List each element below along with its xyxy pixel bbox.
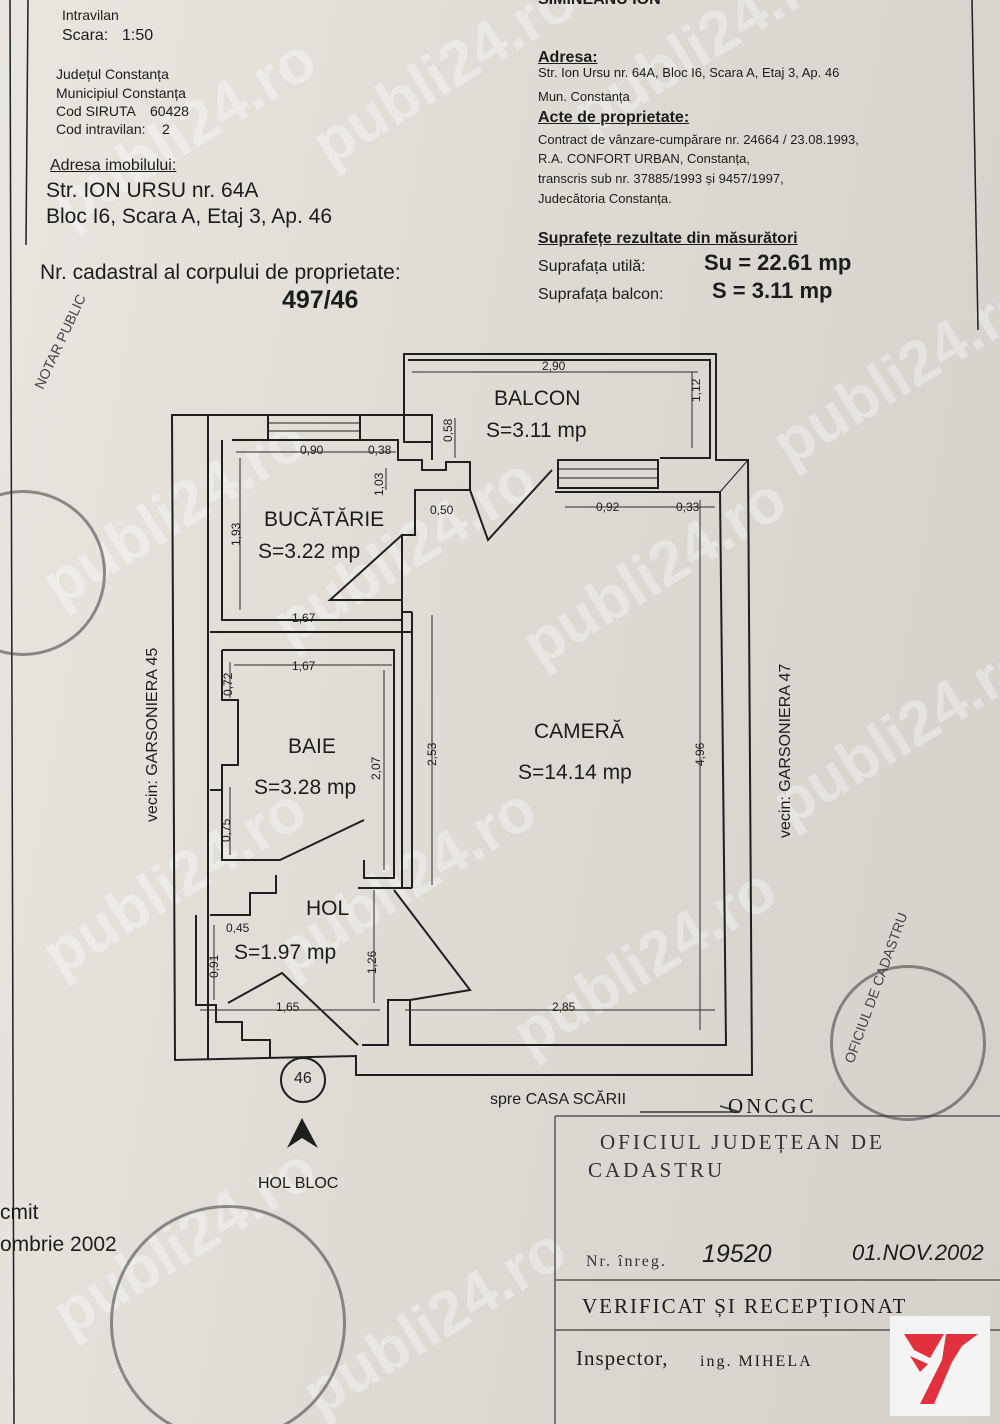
balcony-area: S=3.11 mp	[486, 419, 587, 442]
intravilan-code: 2	[162, 121, 170, 137]
dim-balcony-width: 2,90	[542, 359, 566, 373]
dim-bathroom-top-step: 0,72	[221, 672, 235, 696]
seal-stamp	[110, 1205, 346, 1424]
dim-balcony-depth: 1,12	[689, 378, 703, 402]
scale-value: 1:50	[122, 27, 154, 44]
dim-room-wall: 0,33	[676, 500, 700, 514]
bathroom-area: S=3.28 mp	[254, 776, 357, 799]
surfaces-heading: Suprafețe rezultate din măsurători	[538, 230, 798, 247]
ownership-doc-line4: Judecătoria Constanța.	[538, 191, 672, 206]
bird-logo-icon	[904, 1334, 978, 1404]
property-address-label: Adresa imobilului:	[50, 157, 177, 174]
county: Județul Constanța	[56, 66, 169, 82]
dim-bathroom-width: 1,67	[292, 659, 316, 673]
dim-bathroom-height: 2,07	[369, 756, 383, 780]
room-name: CAMERĂ	[534, 720, 624, 743]
property-address-line2: Bloc I6, Scara A, Etaj 3, Ap. 46	[46, 205, 333, 228]
inspector-name: ing. MIHELA	[700, 1353, 813, 1370]
office-line2: CADASTRU	[588, 1158, 726, 1182]
dim-kitchen-window: 0,90	[300, 443, 324, 457]
stairs-label: spre CASA SCĂRII	[490, 1091, 627, 1108]
scale-label: Scara:	[62, 27, 109, 44]
property-address-line1: Str. ION URSU nr. 64A	[46, 179, 259, 202]
dim-kitchen-step: 1,03	[372, 472, 386, 496]
intravilan-code-label: Cod intravilan:	[56, 121, 146, 137]
owner-name: SIMINEANU ION	[538, 0, 661, 8]
dim-bathroom-bottom-step: 0,75	[219, 818, 233, 842]
dim-hallway-height: 1,26	[365, 950, 379, 974]
ownership-docs-heading: Acte de proprietate:	[538, 109, 690, 126]
dim-balcony-step: 0,58	[441, 418, 455, 442]
dim-passage-height: 2,53	[425, 742, 439, 766]
dim-room-window: 0,92	[596, 500, 620, 514]
balcony-area-label: Suprafața balcon:	[538, 286, 664, 303]
publi24-logo	[890, 1316, 990, 1416]
siruta-label: Cod SIRUTA	[56, 103, 136, 119]
bathroom-name: BAIE	[288, 735, 336, 758]
registration-number: 19520	[702, 1240, 772, 1268]
intravilan-label: Intravilan	[62, 7, 119, 23]
dim-kitchen-height: 1,93	[229, 522, 243, 546]
municipality: Municipiul Constanța	[56, 85, 186, 101]
cadastral-number: 497/46	[282, 286, 359, 314]
siruta-value: 60428	[150, 103, 189, 119]
dim-hallway-width: 1,65	[276, 1000, 300, 1014]
kitchen-name: BUCĂTĂRIE	[264, 508, 385, 531]
room-area: S=14.14 mp	[518, 761, 632, 784]
left-cut-text1: cmit	[0, 1201, 39, 1224]
dim-kitchen-width: 1,67	[292, 611, 316, 625]
building-hall-label: HOL BLOC	[258, 1175, 339, 1192]
hallway-area: S=1.97 mp	[234, 941, 337, 964]
verified-label: VERIFICAT ȘI RECEPȚIONAT	[582, 1294, 908, 1318]
arrow-up-icon	[287, 1118, 318, 1148]
cadastre-stamp	[830, 965, 986, 1121]
dim-door-step: 0,50	[430, 503, 454, 517]
balcony-area-value: S = 3.11 mp	[712, 278, 833, 303]
registration-date: 01.NOV.2002	[852, 1240, 984, 1265]
office-line1: OFICIUL JUDEȚEAN DE	[600, 1130, 885, 1154]
oncgc-label: ONCGC	[728, 1094, 817, 1118]
address-line2: Mun. Constanța	[538, 89, 630, 104]
registration-label: Nr. înreg.	[586, 1253, 667, 1270]
neighbor-right: vecin: GARSONIERA 47	[777, 663, 794, 838]
ownership-doc-line2: R.A. CONFORT URBAN, Constanța,	[538, 151, 750, 166]
usable-area-label: Suprafața utilă:	[538, 258, 646, 275]
ownership-doc-line1: Contract de vânzare-cumpărare nr. 24664 …	[538, 132, 859, 147]
inspector-label: Inspector,	[576, 1346, 669, 1370]
kitchen-area: S=3.22 mp	[258, 540, 361, 563]
neighbor-left: vecin: GARSONIERA 45	[144, 647, 161, 822]
address-heading: Adresa:	[538, 49, 598, 66]
hallway-name: HOL	[306, 897, 350, 920]
left-cut-text2: ombrie 2002	[0, 1233, 117, 1256]
dim-room-width: 2,85	[552, 1000, 576, 1014]
dim-kitchen-wall: 0,38	[368, 443, 392, 457]
apartment-number: 46	[294, 1070, 312, 1087]
dim-room-height: 4,96	[693, 742, 707, 766]
cadastral-label: Nr. cadastral al corpului de proprietate…	[40, 261, 401, 284]
dim-hallway-step: 0,45	[226, 921, 250, 935]
usable-area-value: Su = 22.61 mp	[704, 250, 852, 275]
dim-hallway-side: 0,91	[207, 954, 221, 978]
balcony-name: BALCON	[494, 387, 581, 410]
address-line1: Str. Ion Ursu nr. 64A, Bloc I6, Scara A,…	[538, 65, 840, 80]
ownership-doc-line3: transcris sub nr. 37885/1993 și 9457/199…	[538, 171, 784, 186]
